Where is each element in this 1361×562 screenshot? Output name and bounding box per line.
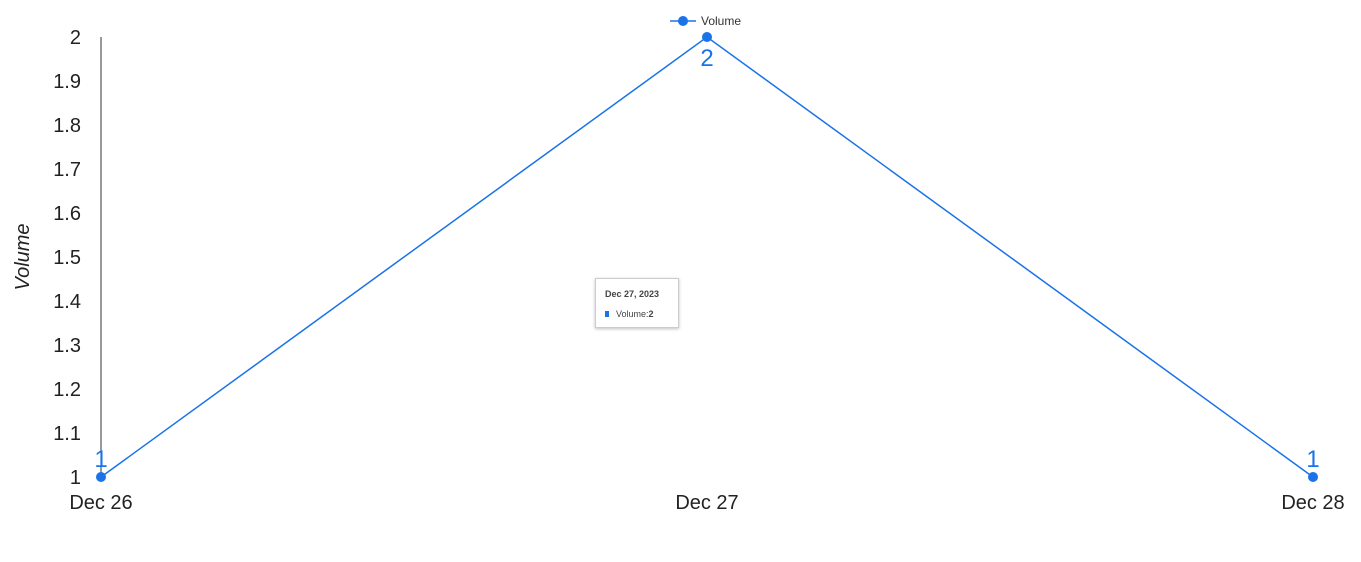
tooltip-series-label: Volume: [616,309,649,319]
y-tick-label: 1.7 [53,159,81,181]
x-tick-label: Dec 28 [1281,492,1344,514]
data-label: 1 [94,446,107,473]
legend[interactable]: Volume [670,14,741,28]
series-layer: 1 2 1 [94,32,1320,482]
tooltip: Dec 27, 2023 Volume: 2 [595,278,679,328]
x-tick-label: Dec 26 [69,492,132,514]
legend-marker [678,16,688,26]
tooltip-value: 2 [648,309,654,319]
data-point [96,472,106,482]
data-label: 2 [700,45,713,72]
y-tick-label: 1.5 [53,247,81,269]
y-tick-label: 1.2 [53,379,81,401]
y-tick-label: 1.8 [53,115,81,137]
data-label: 1 [1306,446,1319,473]
y-axis-title: Volume [12,223,34,290]
series-line [100,36,1314,478]
tooltip-title: Dec 27, 2023 [605,289,660,299]
y-tick-label: 1.9 [53,71,81,93]
tooltip-row: Volume: 2 [605,309,654,319]
data-point [1308,472,1318,482]
data-point [702,32,712,42]
y-tick-label: 1.3 [53,335,81,357]
y-axis-ticks: 1 1.1 1.2 1.3 1.4 1.5 1.6 1.7 1.8 1.9 2 [53,27,81,489]
x-tick-label: Dec 27 [675,492,738,514]
legend-label: Volume [701,14,741,28]
y-tick-label: 1 [70,467,81,489]
y-tick-label: 2 [70,27,81,49]
y-tick-label: 1.6 [53,203,81,225]
x-axis-ticks: Dec 26 Dec 27 Dec 28 [69,492,1344,514]
y-tick-label: 1.4 [53,291,81,313]
tooltip-swatch [605,311,609,317]
y-tick-label: 1.1 [53,423,81,445]
